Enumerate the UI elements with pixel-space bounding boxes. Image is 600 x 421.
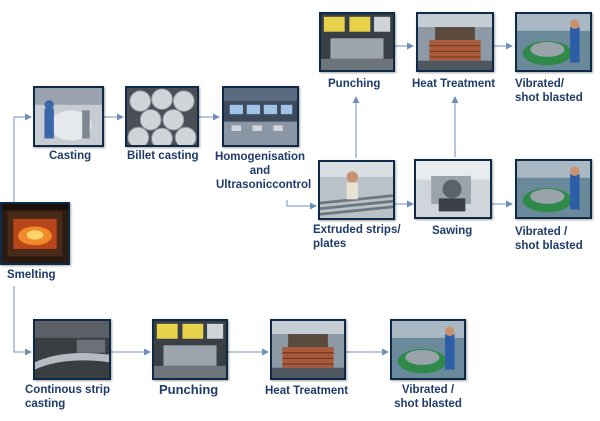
casting-photo-icon (35, 88, 102, 145)
billet-casting-image (125, 86, 199, 147)
smelting-label: Smelting (7, 269, 56, 281)
vibrated-bottom-label: Vibrated / shot blasted (382, 383, 474, 411)
saw-photo-icon (416, 161, 490, 217)
vibratory-finisher-photo-icon (392, 321, 464, 378)
billet-casting-label: Billet casting (127, 150, 199, 162)
homogenisation-label-line-1: Homogenisation (214, 151, 306, 163)
sawing-label: Sawing (432, 225, 473, 237)
billets-photo-icon (127, 88, 197, 145)
smelting-image (0, 202, 70, 265)
punching-bottom-image (152, 319, 228, 380)
vibrated-top-label-line-1: Vibrated/ (515, 78, 564, 90)
homogenisation-label-line-2: and (249, 165, 271, 177)
control-panel-photo-icon (224, 88, 297, 145)
homogenisation-label-line-3: Ultrasoniccontrol (216, 179, 312, 191)
furnace-photo-icon (2, 204, 68, 263)
casting-image (33, 86, 104, 147)
vibrated-mid-image (515, 159, 592, 219)
extruded-image (318, 160, 395, 220)
heat-top-image (416, 12, 494, 72)
extruded-label-line-2: plates (313, 238, 347, 250)
punching-machine-photo-icon (154, 321, 226, 378)
strip-casting-label-line-2: casting (25, 398, 66, 410)
punching-top-image (319, 12, 395, 72)
vibrated-bottom-image (390, 319, 466, 380)
vibrated-bottom-label-line-1: Vibrated / (401, 384, 455, 396)
strip-casting-photo-icon (35, 321, 109, 378)
vibrated-top-label: Vibrated/ shot blasted (515, 77, 583, 105)
vibratory-finisher-photo-icon (517, 161, 590, 217)
arrow-homogenisation-to-extruded (286, 200, 317, 210)
homogenisation-label: Homogenisation and Ultrasoniccontrol (210, 150, 312, 192)
vibrated-mid-label-line-2: shot blasted (515, 240, 583, 252)
heat-bottom-label: Heat Treatment (265, 385, 349, 397)
vibratory-finisher-photo-icon (517, 14, 590, 70)
punching-bottom-label: Punching (159, 382, 219, 397)
strip-casting-image (33, 319, 111, 380)
sawing-image (414, 159, 492, 219)
heat-treatment-photo-icon (418, 14, 492, 70)
extrusion-photo-icon (320, 162, 393, 218)
vibrated-bottom-label-line-2: shot blasted (394, 398, 462, 410)
casting-label: Casting (49, 150, 92, 162)
vibrated-top-label-line-2: shot blasted (515, 92, 583, 104)
heat-bottom-image (270, 319, 346, 380)
heat-treatment-photo-icon (272, 321, 344, 378)
strip-casting-label-line-1: Continous strip (25, 384, 110, 396)
punching-machine-photo-icon (321, 14, 393, 70)
vibrated-mid-label: Vibrated / shot blasted (515, 225, 583, 253)
extruded-label-line-1: Extruded strips/ (313, 224, 401, 236)
homogenisation-image (222, 86, 299, 147)
vibrated-mid-label-line-1: Vibrated / (515, 226, 568, 238)
vibrated-top-image (515, 12, 592, 72)
punching-top-label: Punching (328, 78, 381, 90)
heat-top-label: Heat Treatment (412, 78, 496, 90)
strip-casting-label: Continous strip casting (25, 383, 110, 411)
extruded-label: Extruded strips/ plates (313, 223, 401, 251)
arrow-smelting-to-casting (13, 113, 32, 202)
arrow-smelting-to-strip-casting (13, 286, 32, 356)
